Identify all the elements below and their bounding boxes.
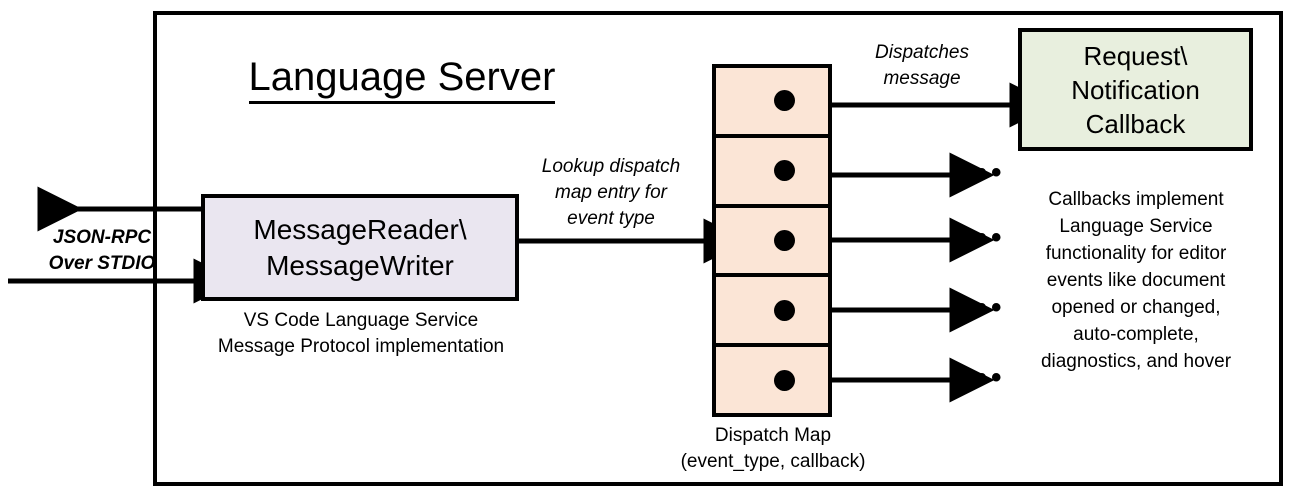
entry-dot-icon: [774, 369, 795, 391]
page-title: Language Server: [237, 52, 567, 104]
lookup-dispatch-edge-label: Lookup dispatch map entry for event type: [516, 154, 706, 232]
message-reader-caption-line2: Message Protocol implementation: [217, 336, 505, 357]
callback-box-line3: Callback: [1085, 108, 1186, 139]
lookup-edge-line2: map entry for: [555, 182, 667, 203]
lookup-edge-line1: Lookup dispatch: [541, 156, 681, 177]
message-writer-label: MessageWriter: [266, 249, 454, 281]
dispatch-map-row[interactable]: [716, 347, 828, 413]
message-reader-caption-line1: VS Code Language Service: [243, 310, 479, 331]
ellipsis-icon: •••: [962, 361, 1006, 394]
entry-dot-icon: [774, 299, 795, 321]
ellipsis-icon: •••: [962, 221, 1006, 254]
page-title-text: Language Server: [248, 55, 556, 104]
callback-caption-line5: opened or changed,: [1051, 297, 1221, 318]
callback-caption-line2: Language Service: [1059, 216, 1213, 237]
dispatches-edge-line2: message: [883, 68, 961, 89]
callback-box-line1: Request\: [1083, 40, 1188, 71]
dispatch-map-row[interactable]: [716, 277, 828, 348]
callback-caption-line7: diagnostics, and hover: [1040, 351, 1232, 372]
callback-caption-line1: Callbacks implement: [1048, 189, 1224, 210]
json-rpc-label-line2: Over STDIO: [48, 253, 156, 274]
dispatch-map-caption: Dispatch Map (event_type, callback): [648, 423, 898, 475]
language-server-boundary: [153, 11, 1283, 486]
entry-dot-icon: [774, 160, 795, 182]
entry-dot-icon: [774, 90, 795, 112]
callback-caption-line6: auto-complete,: [1073, 324, 1199, 345]
json-rpc-label-line1: JSON-RPC: [52, 227, 152, 248]
json-rpc-transport-label: JSON-RPC Over STDIO: [22, 225, 182, 277]
entry-dot-icon: [774, 229, 795, 251]
dispatch-map-table[interactable]: [712, 64, 832, 417]
request-notification-callback-box[interactable]: Request\ Notification Callback: [1018, 28, 1253, 151]
dispatches-edge-line1: Dispatches: [875, 42, 969, 63]
callback-caption-line4: events like document: [1046, 270, 1226, 291]
dispatches-message-edge-label: Dispatches message: [832, 40, 1012, 92]
callback-caption-line3: functionality for editor: [1045, 243, 1227, 264]
message-reader-label: MessageReader\: [253, 213, 467, 245]
message-reader-caption: VS Code Language Service Message Protoco…: [191, 308, 531, 360]
callback-description: Callbacks implement Language Service fun…: [1010, 186, 1262, 375]
callback-box-line2: Notification: [1071, 74, 1200, 105]
lookup-edge-line3: event type: [567, 208, 655, 229]
ellipsis-icon: •••: [962, 156, 1006, 189]
message-reader-writer-box[interactable]: MessageReader\ MessageWriter: [201, 194, 519, 301]
ellipsis-icon: •••: [962, 291, 1006, 324]
dispatch-map-caption-line2: (event_type, callback): [680, 451, 866, 472]
dispatch-map-row[interactable]: [716, 207, 828, 278]
dispatch-map-caption-line1: Dispatch Map: [714, 425, 832, 446]
dispatch-map-row[interactable]: [716, 137, 828, 208]
dispatch-map-row[interactable]: [716, 68, 828, 138]
